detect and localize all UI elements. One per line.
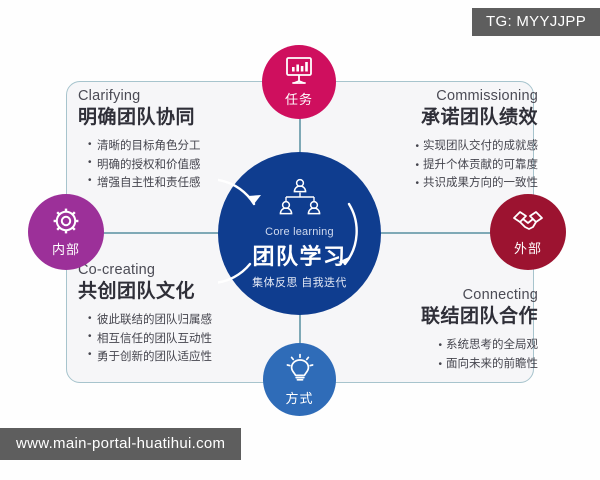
core-subtitle: 集体反思 自我迭代 xyxy=(252,277,347,289)
quadrant-commissioning: Commissioning 承诺团队绩效 实现团队交付的成就感 提升个体贡献的可… xyxy=(415,88,538,192)
list-item: 共识成果方向的一致性 xyxy=(415,174,538,192)
list-item: 勇于创新的团队适应性 xyxy=(88,347,212,366)
node-external-label: 外部 xyxy=(513,241,542,256)
connector-line-left xyxy=(96,232,222,234)
org-chart-icon xyxy=(273,178,327,223)
quadrant-commissioning-english: Commissioning xyxy=(436,88,538,104)
connector-line-top xyxy=(299,96,301,182)
node-method[interactable]: 方式 xyxy=(263,343,336,416)
list-item: 明确的授权和价值感 xyxy=(88,155,201,174)
node-task-label: 任务 xyxy=(284,92,313,107)
list-item: 实现团队交付的成就感 xyxy=(415,137,538,155)
quadrant-commissioning-bullets: 实现团队交付的成就感 提升个体贡献的可靠度 共识成果方向的一致性 xyxy=(415,137,538,191)
watermark-top-badge: TG: MYYJJPP xyxy=(472,8,600,36)
quadrant-co-creating-bullets: 彼此联结的团队归属感 相互信任的团队互动性 勇于创新的团队适应性 xyxy=(88,311,212,365)
quadrant-clarifying-english: Clarifying xyxy=(78,88,141,104)
list-item: 面向未来的前瞻性 xyxy=(421,355,538,373)
quadrant-connecting-bullets: 系统思考的全局观 面向未来的前瞻性 xyxy=(421,336,538,372)
quadrant-clarifying: Clarifying 明确团队协同 清晰的目标角色分工 明确的授权和价值感 增强… xyxy=(78,88,201,192)
list-item: 系统思考的全局观 xyxy=(421,336,538,354)
node-task[interactable]: 任务 xyxy=(262,45,336,119)
quadrant-co-creating: Co-creating 共创团队文化 彼此联结的团队归属感 相互信任的团队互动性… xyxy=(78,262,212,366)
gear-icon xyxy=(51,206,81,236)
list-item: 提升个体贡献的可靠度 xyxy=(415,156,538,174)
list-item: 彼此联结的团队归属感 xyxy=(88,311,212,329)
quadrant-clarifying-chinese: 明确团队协同 xyxy=(78,106,196,128)
core-chinese-title: 团队学习 xyxy=(252,244,347,269)
quadrant-connecting: Connecting 联结团队合作 系统思考的全局观 面向未来的前瞻性 xyxy=(421,287,538,373)
list-item: 增强自主性和责任感 xyxy=(88,173,201,192)
core-english-label: Core learning xyxy=(265,226,334,238)
presentation-chart-icon xyxy=(283,56,315,86)
connector-line-right xyxy=(378,232,504,234)
node-internal-label: 内部 xyxy=(51,242,80,257)
list-item: 相互信任的团队互动性 xyxy=(88,329,212,348)
quadrant-connecting-english: Connecting xyxy=(462,287,538,303)
handshake-icon xyxy=(511,207,545,235)
node-method-label: 方式 xyxy=(285,390,314,406)
list-item: 清晰的目标角色分工 xyxy=(88,137,201,155)
core-circle: Core learning 团队学习 集体反思 自我迭代 xyxy=(218,152,381,315)
node-external[interactable]: 外部 xyxy=(490,194,566,270)
lightbulb-icon xyxy=(285,353,315,385)
connector-line-bottom xyxy=(299,294,301,358)
watermark-bottom-url: www.main-portal-huatihui.com xyxy=(0,428,242,460)
quadrant-co-creating-chinese: 共创团队文化 xyxy=(78,280,196,302)
quadrant-connecting-chinese: 联结团队合作 xyxy=(420,305,538,327)
quadrant-commissioning-chinese: 承诺团队绩效 xyxy=(420,106,538,128)
quadrant-clarifying-bullets: 清晰的目标角色分工 明确的授权和价值感 增强自主性和责任感 xyxy=(88,137,201,191)
node-internal[interactable]: 内部 xyxy=(28,194,104,270)
quadrant-co-creating-english: Co-creating xyxy=(78,262,156,278)
